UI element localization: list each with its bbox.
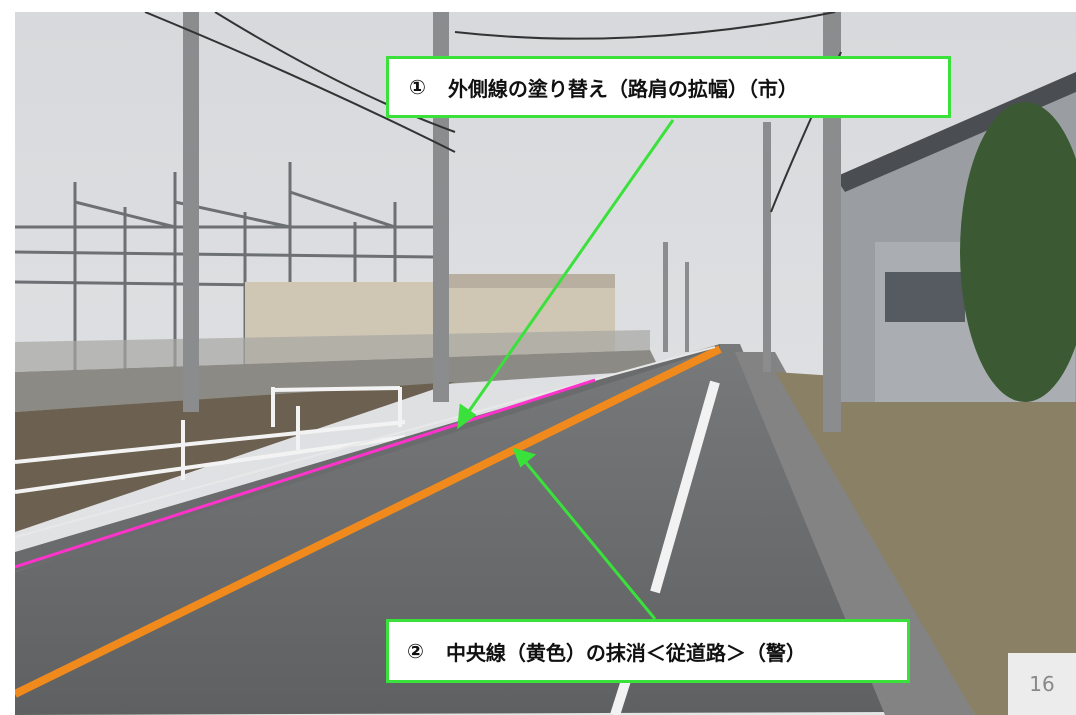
callout-outer-line: ① 外側線の塗り替え（路肩の拡幅）（市） — [386, 56, 951, 118]
callout-2-text: 中央線（黄色）の抹消＜従道路＞（警） — [445, 640, 806, 665]
arrow-1 — [457, 119, 675, 430]
road-edge-left — [15, 344, 720, 572]
grass-right — [775, 372, 1076, 715]
callout-1-text: 外側線の塗り替え（路肩の拡幅）（市） — [447, 76, 798, 101]
center-line — [15, 345, 722, 698]
concrete-wall — [15, 350, 660, 412]
sidewalk-right — [735, 352, 975, 715]
grass-left — [15, 382, 455, 532]
white-fence — [15, 386, 406, 494]
callout-1-number: ① — [409, 75, 426, 99]
outer-line-marker — [15, 378, 596, 569]
callout-center-line: ② 中央線（黄色）の抹消＜従道路＞（警） — [386, 619, 910, 683]
callout-2-number: ② — [407, 639, 424, 663]
fence-top — [15, 330, 650, 372]
arrow-2 — [512, 447, 657, 620]
page-number: 16 — [1008, 653, 1076, 715]
building-left-roof — [445, 274, 615, 288]
tree-right — [960, 102, 1076, 402]
outer-white-line — [15, 346, 716, 538]
